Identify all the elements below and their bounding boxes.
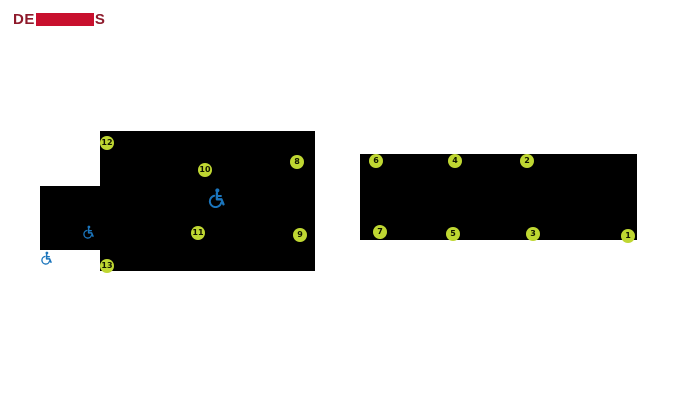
page-title-prefix: DE xyxy=(13,11,35,28)
page-title-suffix: S xyxy=(94,11,106,28)
entrance-marker-2[interactable]: 2 xyxy=(520,154,534,168)
entrance-marker-5[interactable]: 5 xyxy=(446,227,460,241)
building-left-annex xyxy=(40,186,100,250)
title-highlight-block xyxy=(35,13,94,26)
entrance-marker-11[interactable]: 11 xyxy=(191,226,205,240)
entrance-marker-3[interactable]: 3 xyxy=(526,227,540,241)
entrance-marker-13[interactable]: 13 xyxy=(100,259,114,273)
entrance-marker-9[interactable]: 9 xyxy=(293,228,307,242)
page-title: DE S xyxy=(13,12,105,27)
accessible-entrance-icon xyxy=(40,251,52,265)
accessible-entrance-icon xyxy=(82,225,94,239)
building-right xyxy=(360,154,637,240)
entrance-marker-7[interactable]: 7 xyxy=(373,225,387,239)
building-left-main xyxy=(100,131,315,271)
entrance-marker-4[interactable]: 4 xyxy=(448,154,462,168)
entrance-marker-6[interactable]: 6 xyxy=(369,154,383,168)
entrance-marker-10[interactable]: 10 xyxy=(198,163,212,177)
entrance-marker-8[interactable]: 8 xyxy=(290,155,304,169)
accessible-entrance-icon xyxy=(207,188,225,208)
entrance-marker-12[interactable]: 12 xyxy=(100,136,114,150)
entrance-marker-1[interactable]: 1 xyxy=(621,229,635,243)
